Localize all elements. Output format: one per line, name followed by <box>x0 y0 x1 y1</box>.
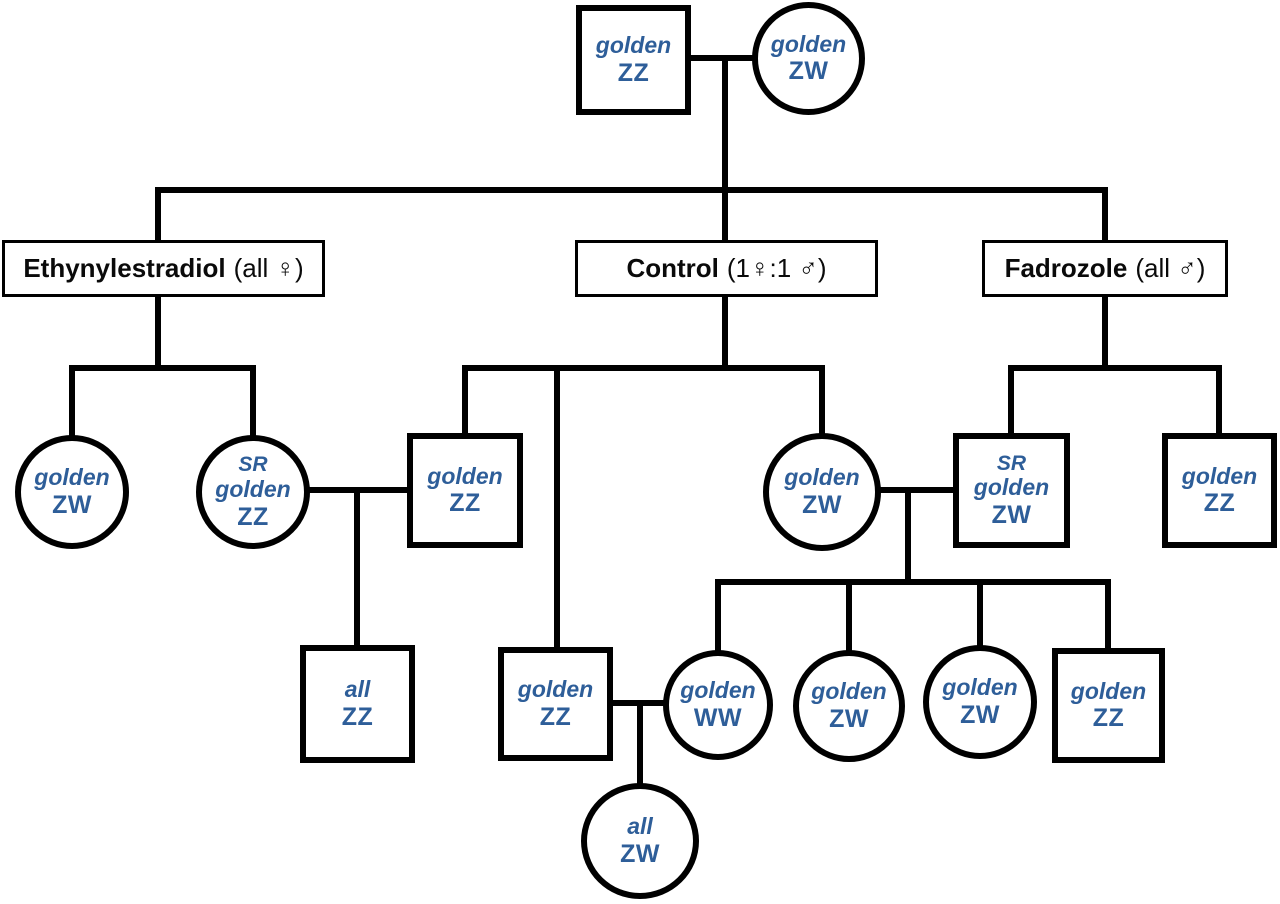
node-ee2-f1-golden-zw: golden ZW <box>15 435 129 549</box>
genotype-label: ZW <box>829 704 869 733</box>
treatment-name: Fadrozole <box>1004 253 1128 283</box>
generation-sibship-line <box>155 187 1108 193</box>
all-label: all <box>627 813 653 840</box>
treatment-label-control: Control (1♀:1 ♂) <box>575 240 878 297</box>
node-fadrozole-f1-sr-golden-zw: SR golden ZW <box>953 433 1070 548</box>
ee2-branch-descent-line <box>155 190 161 243</box>
genotype-label: WW <box>693 703 743 732</box>
ee2-descent-line <box>155 293 161 368</box>
node-f2-golden-ww: golden WW <box>663 650 773 760</box>
strain-label: golden <box>517 676 594 703</box>
node-offspring-all-zw: all ZW <box>581 783 699 899</box>
f2-child2-drop-line <box>846 582 852 653</box>
ee2-sibship-line <box>69 365 256 371</box>
treatment-sex-ratio: (1♀:1 ♂) <box>726 253 827 283</box>
fadrozole-child2-drop-line <box>1216 368 1222 436</box>
treatment-name: Ethynylestradiol <box>23 253 226 283</box>
genotype-label: ZZ <box>449 489 481 518</box>
genotype-label: ZW <box>991 501 1032 530</box>
control-sibship-line <box>462 365 825 371</box>
node-parent-male-golden-zz: golden ZZ <box>576 5 691 115</box>
strain-label: golden <box>811 678 887 705</box>
treatment-sex-ratio: (all ♂) <box>1135 253 1206 283</box>
node-fadrozole-f1-golden-zz: golden ZZ <box>1162 433 1277 548</box>
node-control-f1-golden-zz-a: golden ZZ <box>407 433 523 548</box>
sr-label: SR <box>238 453 268 477</box>
node-control-f1-golden-zw: golden ZW <box>763 433 881 551</box>
control-descent-line <box>722 293 728 368</box>
genotype-label: ZZ <box>1092 704 1125 733</box>
cross2-descent-line <box>905 490 911 582</box>
strain-label: golden <box>427 462 503 489</box>
control-child2-drop-line <box>554 368 560 650</box>
node-ee2-f1-sr-golden-zz: SR golden ZZ <box>196 435 310 549</box>
strain-label: golden <box>1181 462 1258 489</box>
f2-sibship-line <box>715 579 1111 585</box>
strain-label: golden <box>942 674 1018 701</box>
genotype-label: ZW <box>788 57 829 86</box>
ee2-child1-drop-line <box>69 368 75 438</box>
treatment-sex-ratio: (all ♀) <box>233 253 304 283</box>
genotype-label: ZW <box>52 490 92 519</box>
genotype-label: ZW <box>802 490 842 519</box>
node-f2-golden-zz: golden ZZ <box>1052 648 1165 763</box>
control-branch-descent-line <box>722 190 728 243</box>
strain-label: golden <box>973 474 1050 501</box>
node-parent-female-golden-zw: golden ZW <box>752 2 865 115</box>
genotype-label: ZZ <box>1203 489 1236 518</box>
f2-child1-drop-line <box>715 582 721 653</box>
control-child3-drop-line <box>819 368 825 436</box>
node-f2-golden-zw-a: golden ZW <box>793 650 905 762</box>
node-f2-golden-zw-b: golden ZW <box>923 645 1037 759</box>
parent-descent-line <box>722 58 728 193</box>
strain-label: golden <box>784 464 860 491</box>
strain-label: golden <box>770 30 847 57</box>
cross2-mating-line <box>878 487 956 493</box>
sr-label: SR <box>996 451 1027 475</box>
treatment-label-ethynylestradiol: Ethynylestradiol (all ♀) <box>2 240 325 297</box>
all-label: all <box>344 676 371 703</box>
genotype-label: ZZ <box>617 58 650 87</box>
node-control-f1-golden-zz-b: golden ZZ <box>498 647 613 761</box>
cross1-descent-line <box>354 490 360 648</box>
fadrozole-descent-line <box>1102 293 1108 368</box>
strain-label: golden <box>34 464 110 491</box>
fadrozole-sibship-line <box>1008 365 1222 371</box>
genotype-label: ZW <box>620 839 660 868</box>
f2-child3-drop-line <box>977 582 983 648</box>
strain-label: golden <box>1070 677 1147 704</box>
strain-label: golden <box>215 475 291 502</box>
node-offspring-all-zz: all ZZ <box>300 645 415 763</box>
cross3-descent-line <box>637 703 643 786</box>
strain-label: golden <box>680 677 756 704</box>
f2-child4-drop-line <box>1105 582 1111 651</box>
control-child1-drop-line <box>462 368 468 436</box>
treatment-name: Control <box>626 253 719 283</box>
genotype-label: ZZ <box>539 702 572 731</box>
strain-label: golden <box>595 32 672 59</box>
genotype-label: ZZ <box>237 502 269 531</box>
genotype-label: ZZ <box>341 702 374 731</box>
fadrozole-branch-descent-line <box>1102 190 1108 243</box>
treatment-label-fadrozole: Fadrozole (all ♂) <box>982 240 1228 297</box>
fadrozole-child1-drop-line <box>1008 368 1014 436</box>
genotype-label: ZW <box>960 700 1000 729</box>
ee2-child2-drop-line <box>250 368 256 438</box>
